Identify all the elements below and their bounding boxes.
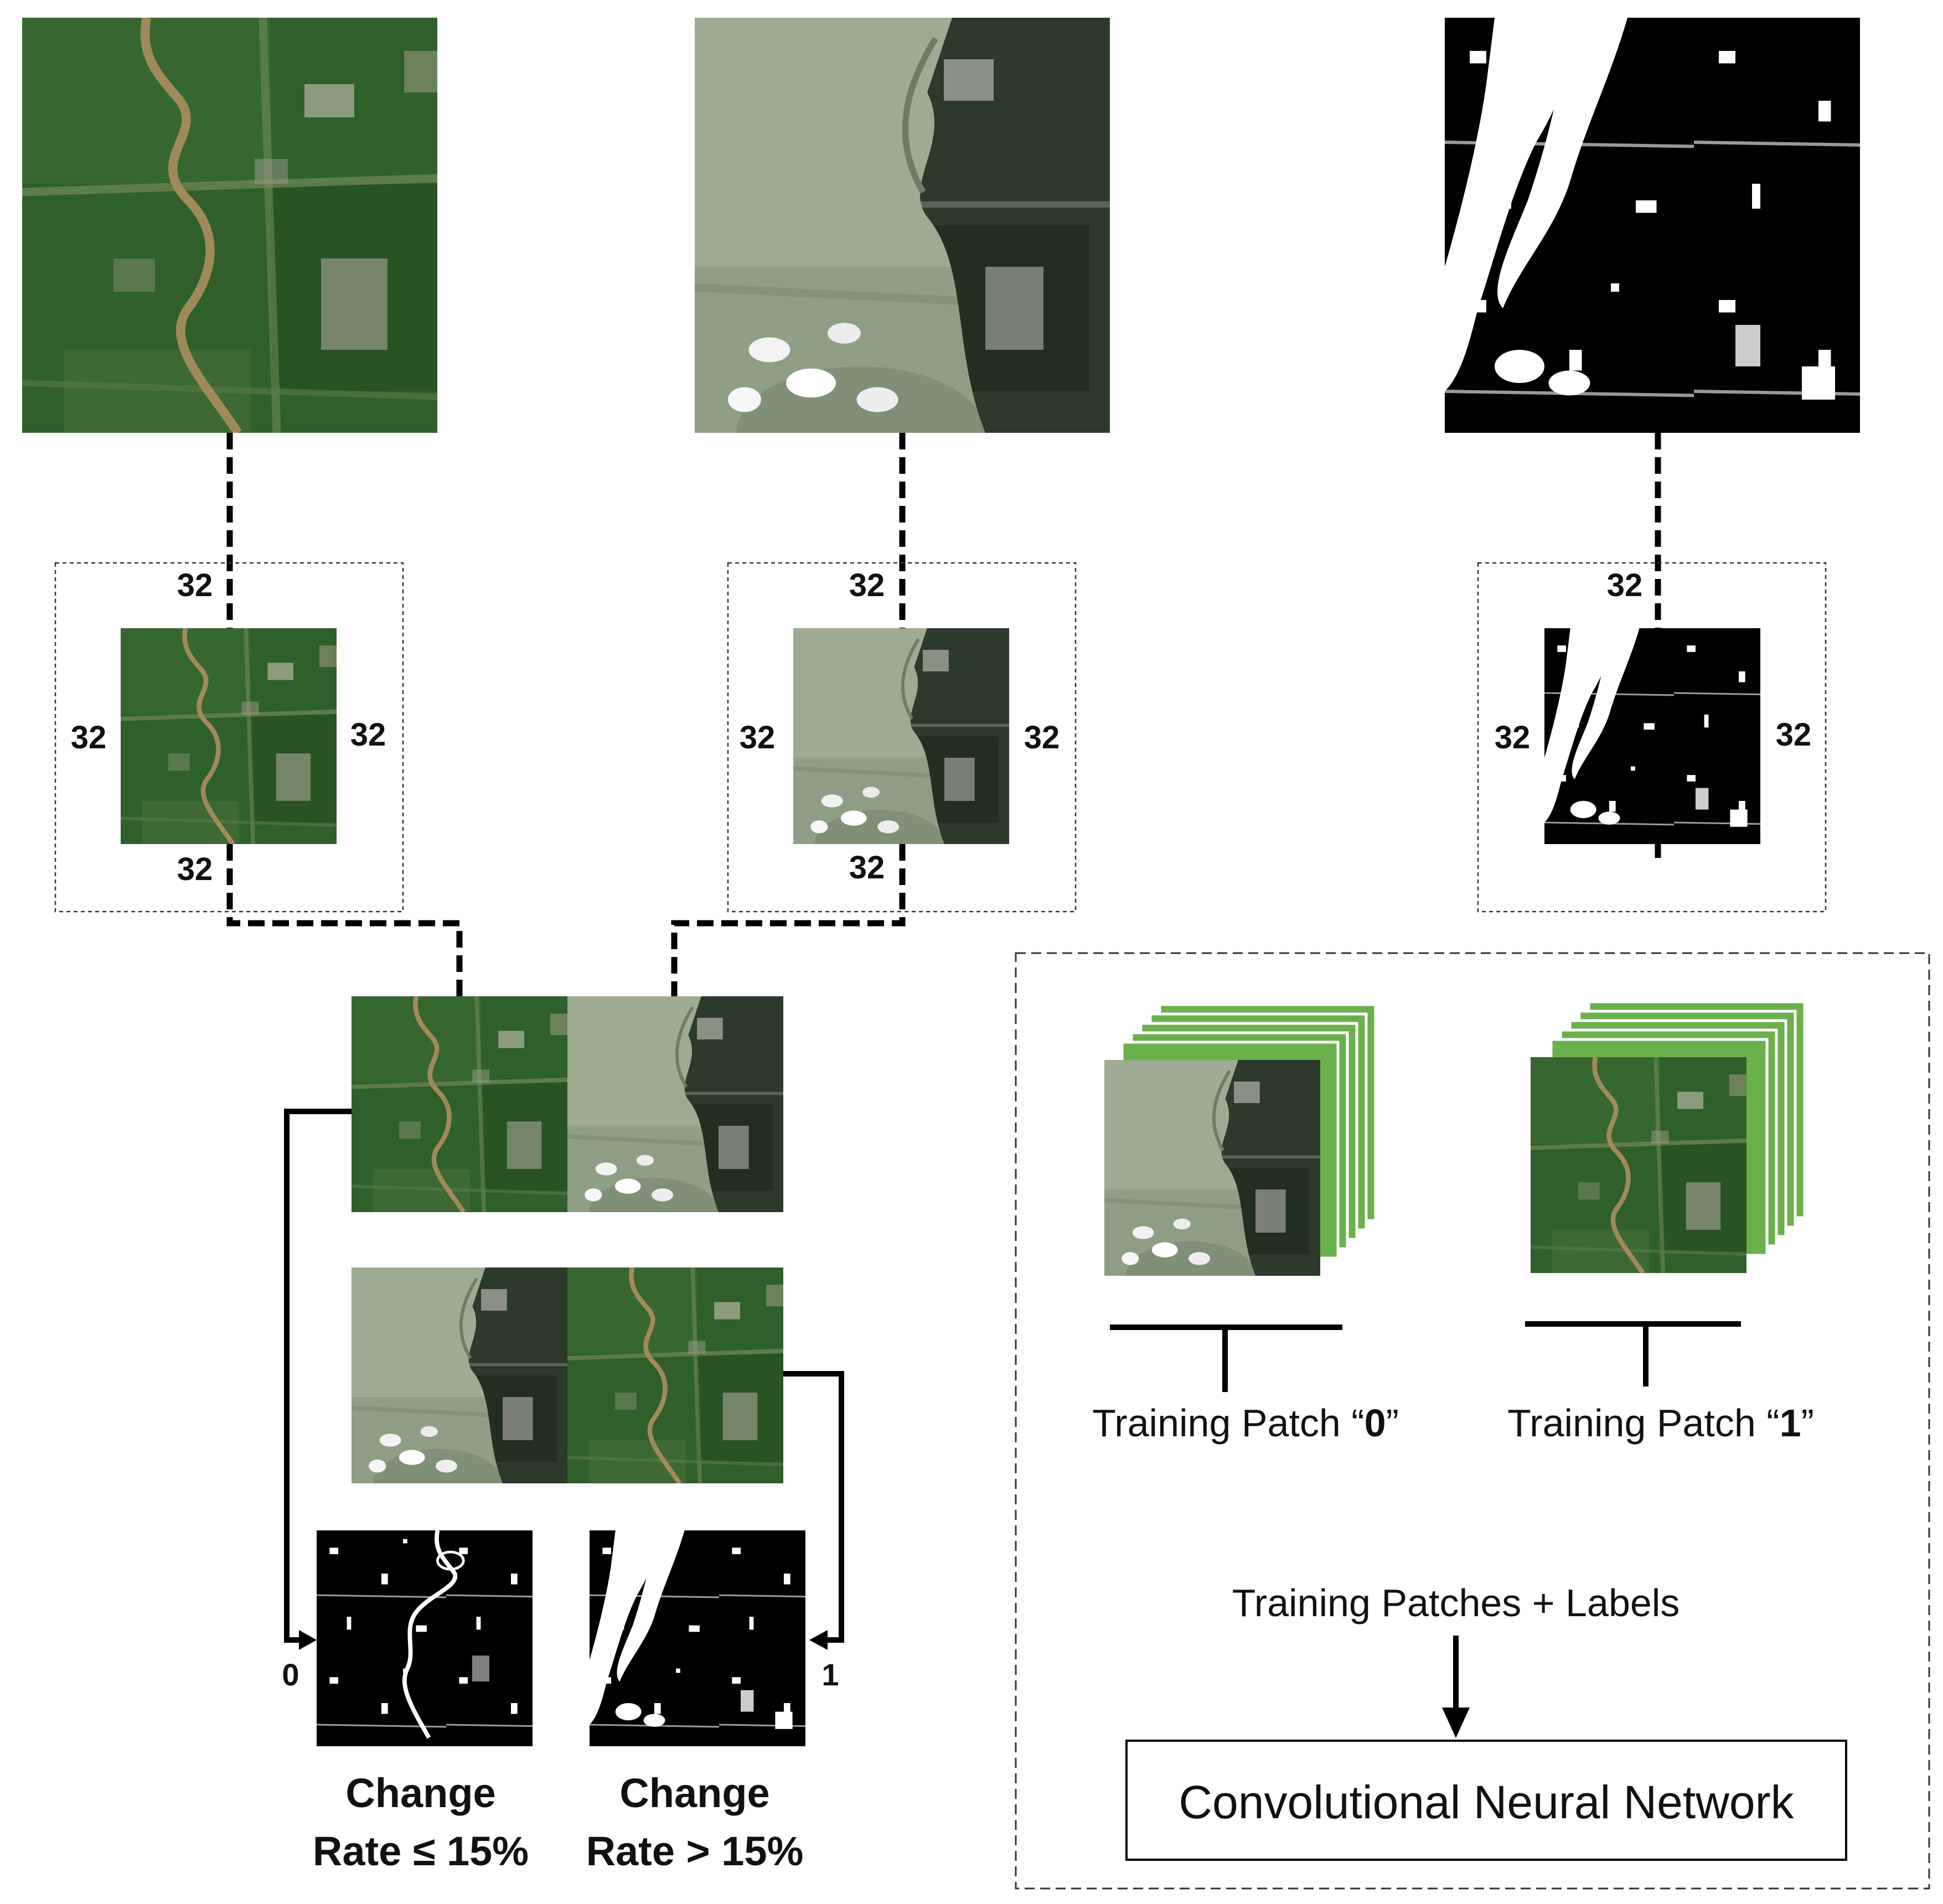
dim-post-right: 32 [1024,720,1060,756]
cnn-box [1125,1740,1847,1861]
dim-pre-left: 32 [71,720,107,756]
mask-patch [1544,628,1760,844]
arrowhead-high [809,1630,828,1650]
dim-post-top: 32 [849,567,885,603]
post-event-patch [793,628,1009,844]
dim-pre-bottom: 32 [177,851,213,887]
pair-a-post [567,996,783,1212]
arrowhead-cnn [1442,1708,1470,1738]
training-stack-1 [1531,1000,1806,1273]
training-panel [1015,952,1930,1890]
high-change-title-2: Rate > 15% [586,1828,804,1874]
dim-post-bottom: 32 [849,850,885,886]
connectors-top [226,433,1661,631]
patch-box-pre [54,562,404,913]
high-change-mask [590,1530,805,1746]
training-patches-labels-text: Training Patches + Labels [1232,1581,1680,1624]
training-patch-0-label: Training Patch “0” [1092,1401,1399,1445]
arrowhead-low [299,1630,317,1650]
training-patch-1-image [1531,1057,1746,1273]
high-change-title-1: Change [619,1770,769,1816]
patch-box-mask [1477,562,1827,913]
arrow-pair-a-to-low [284,1109,352,1643]
dim-mask-top: 32 [1607,567,1643,603]
dim-mask-right: 32 [1776,717,1812,753]
cnn-label: Convolutional Neural Network [1179,1776,1794,1828]
arrow-pair-b-to-high [783,1371,844,1643]
label-one: 1 [821,1657,839,1692]
dim-pre-top: 32 [177,567,213,603]
training-stack-0 [1104,1003,1377,1276]
patch-box-post [727,562,1077,913]
pair-b-post [352,1267,567,1483]
reference-change-mask-image [1445,18,1860,433]
dim-mask-left: 32 [1495,720,1531,756]
pair-a-pre [352,996,567,1212]
low-change-title-1: Change [345,1770,495,1816]
post-event-image [695,18,1110,433]
low-change-title-2: Rate ≤ 15% [313,1828,529,1874]
pre-event-image [22,18,437,433]
training-patch-1-label: Training Patch “1” [1507,1401,1814,1445]
label-zero: 0 [282,1657,299,1692]
dim-pre-right: 32 [350,717,386,753]
pair-b-pre [567,1267,783,1483]
training-patch-0-image [1104,1060,1320,1276]
dim-post-left: 32 [740,720,776,756]
pre-event-patch [121,628,337,844]
low-change-mask [317,1530,533,1746]
connectors-merge [226,844,1661,996]
